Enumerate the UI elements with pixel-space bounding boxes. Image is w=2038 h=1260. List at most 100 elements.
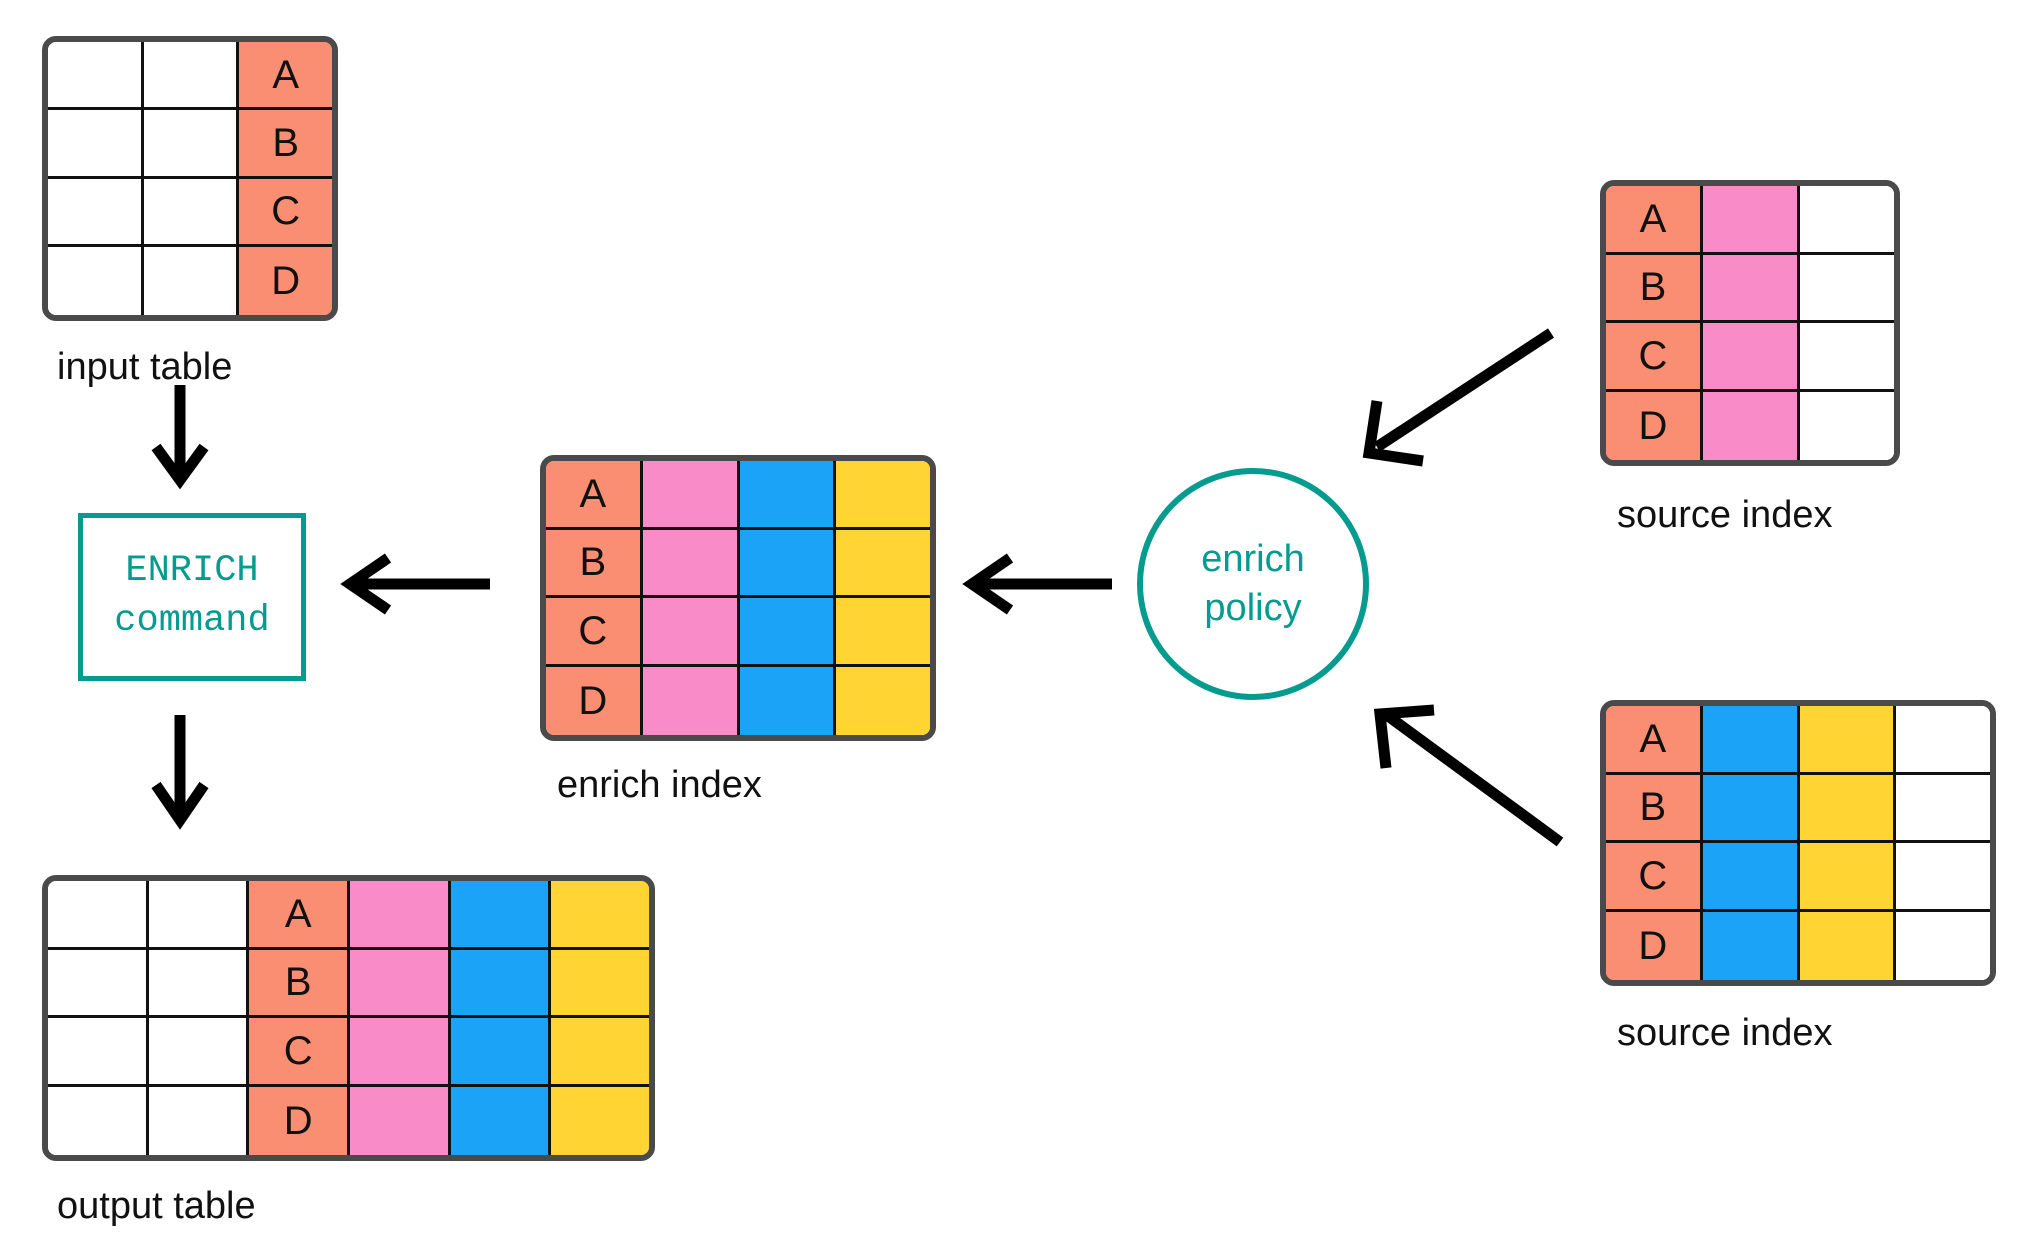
table-cell	[1896, 774, 1990, 843]
table-cell	[1896, 843, 1990, 912]
table-cell-key: B	[239, 110, 332, 179]
table-cell-key: B	[1606, 254, 1703, 323]
table-cell	[1703, 391, 1800, 460]
table-cell	[739, 666, 837, 735]
table-cell	[739, 598, 837, 667]
table-row: A	[1606, 706, 1990, 775]
enrich-command-line2: command	[114, 600, 270, 642]
table-row: D	[48, 1086, 649, 1155]
table-cell	[48, 110, 144, 179]
table-row: C	[48, 178, 332, 247]
table-cell	[1703, 323, 1800, 392]
table-cell	[148, 1086, 250, 1155]
table-cell	[739, 461, 837, 530]
table-cell	[642, 529, 740, 598]
table-cell	[1896, 706, 1990, 775]
table-cell	[48, 246, 144, 315]
table-cell-key: C	[239, 178, 332, 247]
table-cell	[1703, 254, 1800, 323]
table-cell	[450, 1086, 552, 1155]
table-row: D	[546, 666, 930, 735]
table-row: C	[1606, 323, 1894, 392]
table-cell-key: C	[249, 1018, 351, 1087]
output-table-caption: output table	[57, 1185, 256, 1227]
table-row: C	[1606, 843, 1990, 912]
table-cell-key: B	[1606, 774, 1703, 843]
table-row: A	[48, 881, 649, 950]
table-cell-key: C	[1606, 323, 1703, 392]
table-cell	[1799, 911, 1897, 980]
table-cell	[1799, 774, 1897, 843]
enrich-policy-line2: policy	[1204, 587, 1302, 629]
table-cell	[1799, 843, 1897, 912]
table-cell-key: B	[249, 949, 351, 1018]
table-cell	[1800, 254, 1894, 323]
table-cell	[1800, 391, 1894, 460]
table-cell	[551, 949, 649, 1018]
table-cell-key: D	[239, 246, 332, 315]
table-cell	[1702, 706, 1800, 775]
table-cell	[143, 178, 240, 247]
source-index-bottom-caption: source index	[1617, 1012, 1833, 1054]
arrow-policy-to-enrich-index	[962, 553, 1112, 615]
table-cell	[143, 110, 240, 179]
table-cell	[836, 461, 930, 530]
table-cell	[642, 666, 740, 735]
table-cell	[148, 881, 250, 950]
table-cell	[350, 949, 451, 1018]
table-row: A	[546, 461, 930, 530]
table-cell	[48, 1086, 149, 1155]
table-cell	[1896, 911, 1990, 980]
table-row: B	[546, 529, 930, 598]
arrow-source-top-to-policy	[1362, 328, 1555, 467]
table-row: B	[1606, 774, 1990, 843]
arrow-enrich-index-to-command	[340, 553, 490, 615]
table-cell	[551, 1086, 649, 1155]
table-cell	[350, 881, 451, 950]
table-cell	[48, 881, 149, 950]
enrich-index-caption: enrich index	[557, 764, 762, 806]
table-cell	[1800, 186, 1894, 255]
enrich-command-box[interactable]: ENRICH command	[78, 513, 306, 681]
table-cell	[143, 42, 240, 111]
table-cell	[642, 598, 740, 667]
table-cell	[143, 246, 240, 315]
table-cell-key: C	[1606, 843, 1703, 912]
arrow-command-to-output	[151, 715, 209, 830]
table-cell	[48, 949, 149, 1018]
table-cell	[450, 949, 552, 1018]
table-cell	[1799, 706, 1897, 775]
enrich-policy-line1: enrich	[1201, 537, 1305, 580]
table-cell-key: A	[249, 881, 351, 950]
table-row: C	[48, 1018, 649, 1087]
table-cell-key: D	[546, 666, 643, 735]
table-cell-key: D	[249, 1086, 351, 1155]
table-row: B	[1606, 254, 1894, 323]
table-cell	[1702, 774, 1800, 843]
table-cell	[48, 1018, 149, 1087]
table-cell	[48, 42, 144, 111]
table-cell	[48, 178, 144, 247]
enrich-command-line1: ENRICH	[125, 550, 259, 593]
table-row: B	[48, 110, 332, 179]
table-cell	[1702, 843, 1800, 912]
table-row: D	[1606, 391, 1894, 460]
table-cell-key: A	[239, 42, 332, 111]
table-cell	[148, 949, 250, 1018]
table-row: A	[48, 42, 332, 111]
table-cell-key: A	[1606, 706, 1703, 775]
table-row: A	[1606, 186, 1894, 255]
table-cell	[836, 529, 930, 598]
table-cell	[642, 461, 740, 530]
table-cell	[350, 1018, 451, 1087]
table-row: C	[546, 598, 930, 667]
arrow-input-to-command	[151, 385, 209, 490]
table-cell	[1800, 323, 1894, 392]
enrich-policy-circle[interactable]: enrich policy	[1137, 468, 1369, 700]
table-cell	[739, 529, 837, 598]
table-cell	[551, 1018, 649, 1087]
